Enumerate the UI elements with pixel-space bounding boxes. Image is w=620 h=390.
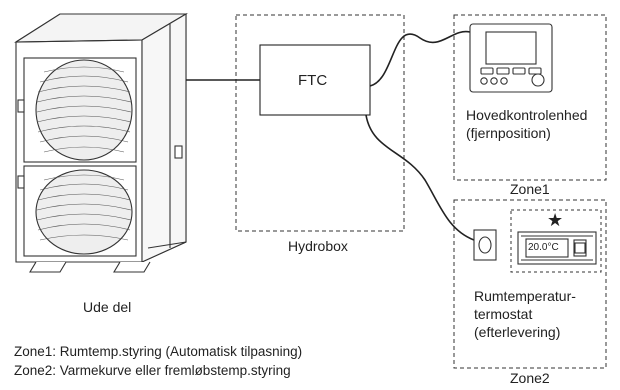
wiring	[186, 30, 475, 241]
zone1-note: Zone1: Rumtemp.styring (Automatisk tilpa…	[14, 344, 303, 359]
star-icon: ★	[547, 210, 564, 230]
zone2-note: Zone2: Varmekurve eller fremløbstemp.sty…	[14, 363, 291, 378]
thermostat-label: Rumtemperatur-	[474, 288, 576, 304]
outdoor-unit-icon	[14, 13, 189, 273]
main-controller-icon	[469, 23, 553, 93]
ftc-label: FTC	[298, 72, 328, 89]
main-controller-sublabel: (fjernposition)	[466, 125, 551, 141]
fan-grille-icon	[36, 66, 132, 241]
thermostat-sublabel: termostat	[474, 306, 533, 322]
outdoor-unit-label: Ude del	[83, 299, 132, 315]
zone2-frame	[453, 199, 607, 369]
main-controller-label: Hovedkontrolenhed	[466, 107, 588, 123]
hydrobox-frame	[235, 14, 405, 232]
thermostat-icon	[517, 231, 597, 265]
hydrobox-label: Hydrobox	[288, 238, 348, 254]
thermostat-frame	[510, 209, 602, 273]
thermostat-note: (efterlevering)	[474, 324, 561, 340]
zone1-frame	[453, 14, 607, 181]
room-sensor-icon	[473, 229, 497, 261]
zone1-label: Zone1	[510, 181, 550, 197]
thermostat-display: 20.0°C	[528, 242, 559, 253]
ftc-box	[259, 44, 371, 116]
zone2-label: Zone2	[510, 370, 550, 386]
